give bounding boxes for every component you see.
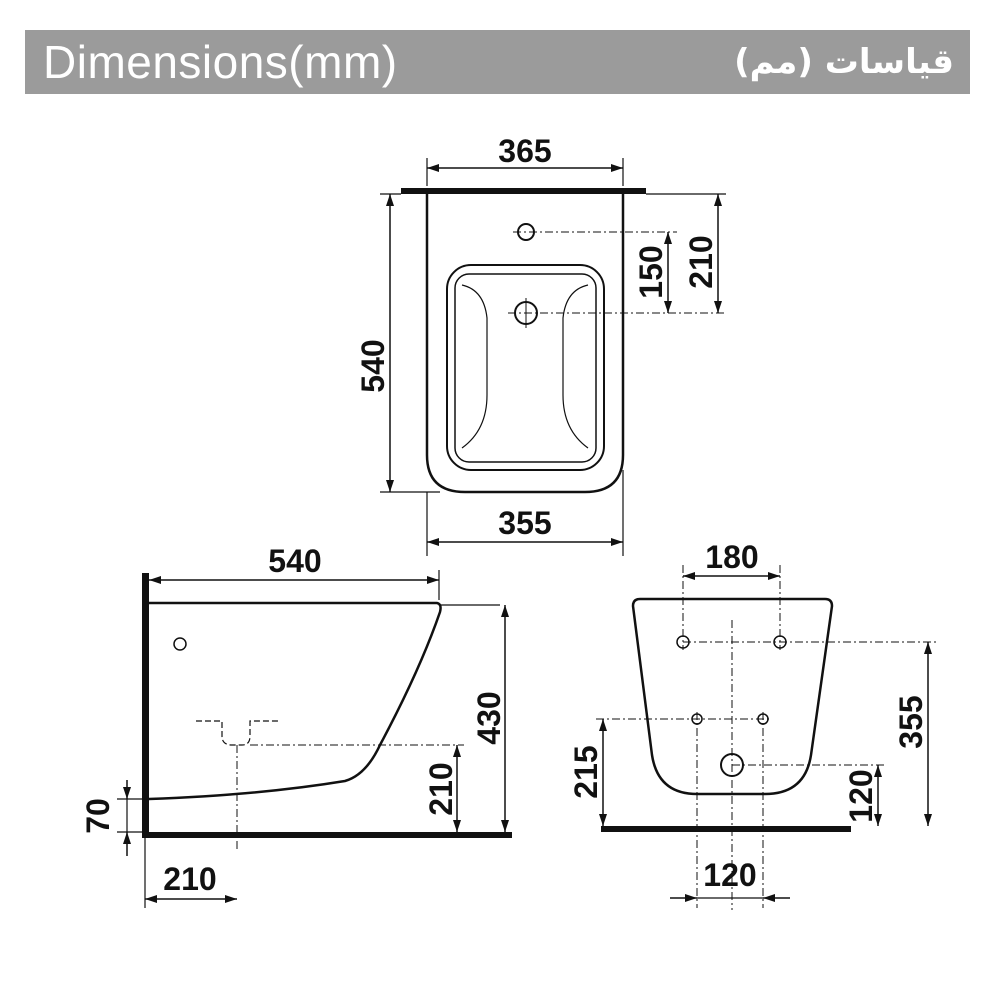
side-wall [142, 573, 149, 838]
top-basin-inner [454, 273, 597, 463]
dim-label-150: 150 [633, 245, 669, 298]
title-persian: قیاسات (مم) [734, 42, 954, 82]
dim-label-210: 210 [683, 235, 719, 288]
dim-label-355: 355 [893, 695, 929, 748]
front-floor [601, 826, 851, 832]
title-english: Dimensions(mm) [43, 36, 398, 88]
side-view [117, 570, 512, 908]
top-wall-plate [401, 188, 646, 194]
top-outer-body [425, 194, 625, 494]
dim-label-355: 355 [498, 505, 551, 541]
dim-label-180: 180 [705, 539, 758, 575]
dim-label-540: 540 [355, 339, 391, 392]
dim-label-215: 215 [568, 745, 604, 798]
side-hidden-waste [196, 720, 280, 746]
dim-label-540: 540 [268, 543, 321, 579]
dim-label-365: 365 [498, 133, 551, 169]
side-fixing-hole-icon [173, 637, 187, 651]
side-body-outline [148, 601, 442, 801]
side-floor [142, 832, 512, 838]
dim-label-210: 210 [423, 762, 459, 815]
dim-label-430: 430 [471, 691, 507, 744]
front-body-outline [631, 597, 834, 796]
dim-label-70: 70 [80, 798, 116, 834]
top-view [380, 158, 726, 556]
top-basin-curve-left [461, 284, 488, 449]
header-banner: Dimensions(mm) قیاسات (مم) [25, 30, 970, 94]
dim-label-120: 120 [703, 857, 756, 893]
front-view [596, 565, 936, 910]
dim-label-120: 120 [843, 769, 879, 822]
top-basin-outer [446, 264, 605, 471]
top-basin-curve-right [562, 284, 589, 449]
dim-label-210: 210 [163, 861, 216, 897]
